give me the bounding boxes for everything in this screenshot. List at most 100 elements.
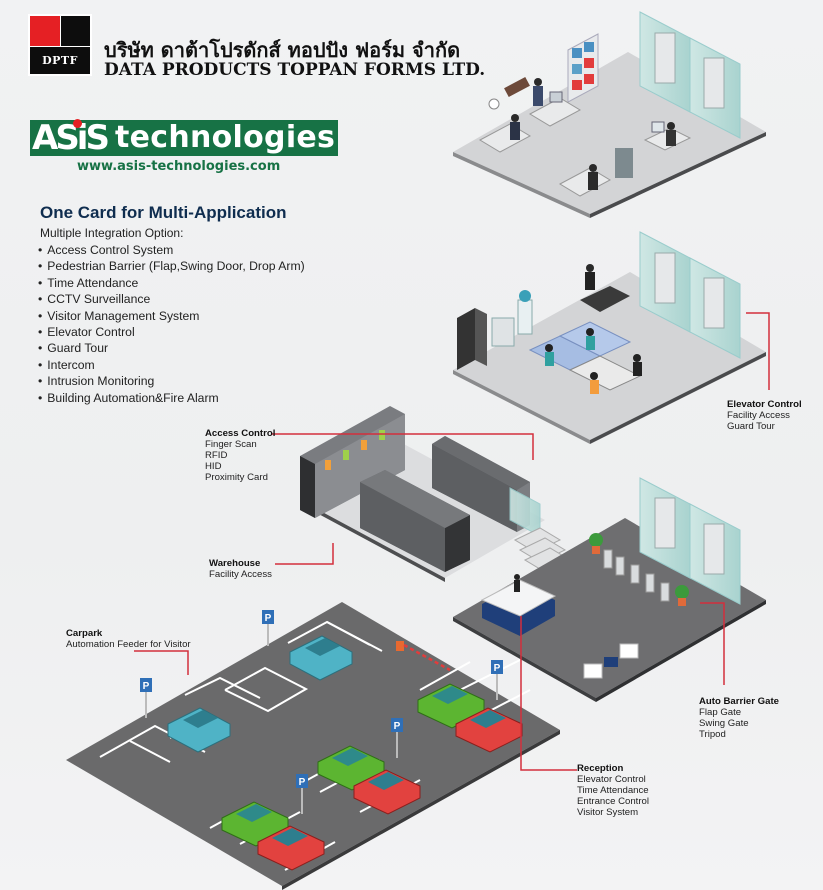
workstation-floor — [453, 231, 766, 444]
filing-cabinets-back — [432, 436, 530, 532]
callout-line: Tripod — [699, 729, 726, 740]
callout-carpark: Carpark Automation Feeder for Visitor — [66, 628, 191, 650]
plant-icon — [675, 585, 689, 606]
elevator-pair-top — [639, 11, 741, 139]
parking-sign: P — [296, 774, 308, 814]
callout-title: Access Control — [205, 428, 276, 439]
callout-line: Swing Gate — [699, 718, 749, 729]
asis-url-link[interactable]: www.asis-technologies.com — [77, 159, 281, 174]
callout-reception: Reception Elevator Control Time Attendan… — [577, 763, 649, 818]
callout-line: Entrance Control — [577, 796, 649, 807]
parking-sign: P — [140, 678, 152, 718]
callout-elevator-control: Elevator Control Facility Access Guard T… — [727, 399, 802, 432]
wall-clock-icon — [488, 98, 500, 110]
cubicles — [528, 321, 642, 394]
car-green — [417, 683, 485, 729]
leader-warehouse — [275, 543, 334, 565]
car-red — [353, 769, 421, 815]
parking-sign: P — [491, 660, 503, 700]
desk — [580, 286, 630, 312]
dptf-logo-text: DPTF — [30, 47, 90, 74]
feature-item: Pedestrian Barrier (Flap,Swing Door, Dro… — [38, 258, 304, 274]
printer — [491, 317, 515, 347]
flap-gates — [603, 549, 670, 602]
callout-auto-barrier-gate: Auto Barrier Gate Flap Gate Swing Gate T… — [699, 696, 779, 740]
car-teal — [167, 707, 231, 753]
feature-item: CCTV Surveillance — [38, 291, 305, 307]
feature-item: Elevator Control — [38, 324, 305, 340]
leader-carpark — [134, 650, 189, 675]
callout-line: Time Attendance — [577, 785, 649, 796]
leader-elevator-control — [746, 312, 770, 390]
callout-line: Proximity Card — [205, 472, 268, 483]
feature-item: Intercom — [38, 357, 305, 373]
asis-mark-text: ASiS — [32, 118, 110, 158]
warehouse — [300, 406, 572, 582]
leader-access-control — [272, 433, 534, 460]
parking-sign-label: P — [394, 721, 401, 732]
callout-line: HID — [205, 461, 222, 472]
asis-logo-mark: ASiS — [30, 118, 110, 158]
leader-reception — [520, 616, 577, 771]
office-desks — [478, 78, 692, 197]
feature-item: Guard Tour — [38, 340, 305, 356]
callout-leader-lines — [134, 312, 770, 771]
features-list: Access Control System Pedestrian Barrier… — [38, 242, 305, 406]
storage-cabinet — [457, 308, 475, 370]
feature-item: Access Control System — [38, 242, 305, 258]
feature-item: Intrusion Monitoring — [38, 373, 305, 389]
callout-title: Auto Barrier Gate — [699, 696, 779, 707]
carpark: P P P P P — [66, 602, 560, 890]
callout-line: Finger Scan — [205, 439, 257, 450]
lounge-sofas — [583, 643, 639, 679]
company-name-thai: บริษัท ดาต้าโปรดักส์ ทอปปัง ฟอร์ม จำกัด — [104, 38, 461, 62]
leader-auto-barrier — [700, 602, 725, 685]
elevator-door — [703, 57, 725, 109]
office-floor-edge — [453, 152, 590, 218]
wall-shelf — [504, 76, 530, 98]
features-title: One Card for Multi-Application — [40, 203, 287, 222]
parking-sign: P — [262, 610, 274, 646]
workstation-floor-edge-right — [590, 352, 766, 444]
lobby — [453, 477, 766, 702]
drop-arm-barrier — [396, 641, 451, 672]
callout-title: Reception — [577, 763, 624, 774]
elevator-pair-lobby — [639, 477, 741, 605]
callout-line: Elevator Control — [577, 774, 646, 785]
elevator-pair-middle — [639, 231, 741, 359]
parking-sign-label: P — [299, 777, 306, 788]
monitor — [549, 91, 563, 103]
callout-line: Visitor System — [577, 807, 639, 818]
parking-sign: P — [391, 718, 403, 758]
callout-line: Automation Feeder for Visitor — [66, 639, 191, 650]
person — [533, 86, 543, 106]
callout-line: Guard Tour — [727, 421, 775, 432]
plant-icon — [589, 533, 603, 554]
callout-line: RFID — [205, 450, 228, 461]
parking-sign-label: P — [494, 663, 501, 674]
company-name-en: DATA PRODUCTS TOPPAN FORMS LTD. — [104, 60, 486, 80]
reception-desk — [480, 574, 557, 636]
logo-black-square — [61, 16, 90, 46]
carpark-asphalt — [66, 602, 560, 886]
office-floor-edge-right — [590, 132, 766, 218]
logo-red-square — [30, 16, 60, 46]
feature-item: Building Automation&Fire Alarm — [38, 390, 305, 406]
parking-sign-label: P — [143, 681, 150, 692]
feature-item: Visitor Management System — [38, 308, 305, 324]
car-teal — [289, 635, 353, 681]
callout-title: Carpark — [66, 628, 103, 639]
workstation-floor-edge — [453, 370, 590, 444]
callout-line: Flap Gate — [699, 707, 742, 718]
callout-line: Facility Access — [209, 569, 272, 580]
callout-access-control: Access Control Finger Scan RFID HID Prox… — [205, 428, 275, 483]
water-dispenser — [517, 299, 533, 335]
callout-warehouse: Warehouse Facility Access — [209, 558, 272, 580]
car-red — [257, 825, 325, 871]
car-red — [455, 707, 523, 753]
callout-title: Elevator Control — [727, 399, 802, 410]
features-subtitle: Multiple Integration Option: — [40, 226, 184, 240]
feature-item: Time Attendance — [38, 275, 305, 291]
asis-red-dot — [73, 119, 82, 128]
